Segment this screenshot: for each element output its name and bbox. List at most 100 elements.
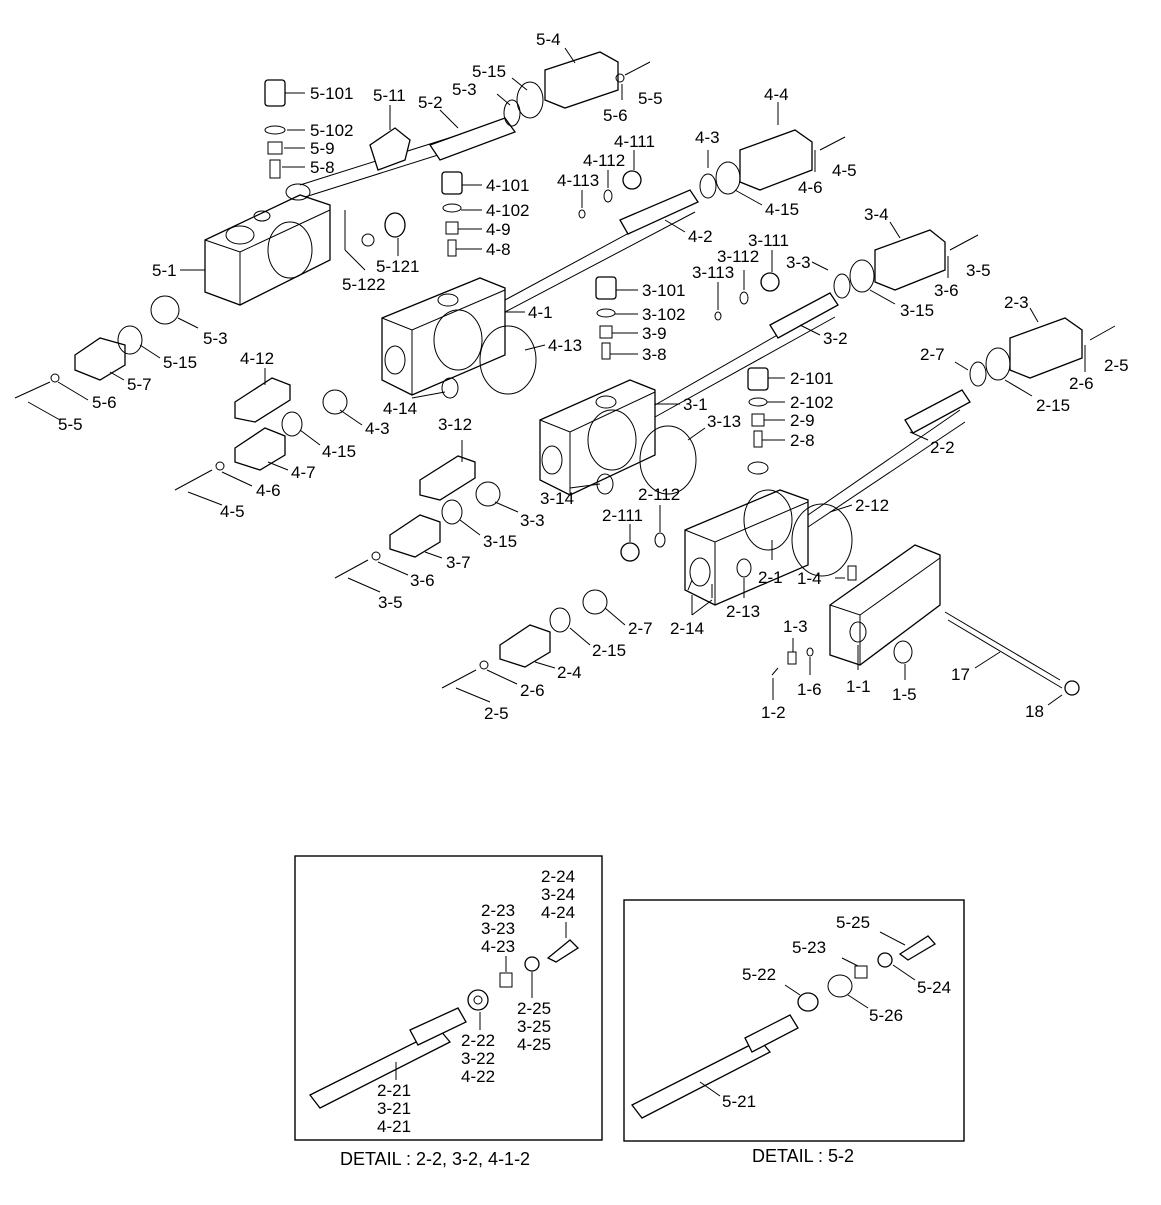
- label-3-4: 3-4: [864, 205, 889, 224]
- detail-a-label-2-24: 2-24: [541, 867, 575, 886]
- label-5-5-bottom: 5-5: [58, 415, 83, 434]
- label-3-15-top: 3-15: [900, 301, 934, 320]
- detail-a-label-4-21: 4-21: [377, 1117, 411, 1136]
- label-1-4: 1-4: [797, 569, 822, 588]
- detail-panel-spool-5: 5-25 5-23 5-22 5-24 5-26 5-21 DETAIL : 5…: [623, 899, 965, 1166]
- label-4-3-top: 4-3: [695, 128, 720, 147]
- label-3-14: 3-14: [540, 489, 574, 508]
- callout-labels: 5-101 5-102 5-9 5-8 5-11 5-2 5-3 5-15 5-…: [27, 30, 1129, 723]
- valve-5-11: [369, 127, 411, 171]
- label-5-2: 5-2: [418, 93, 443, 112]
- valve-3-12: [419, 455, 476, 501]
- label-4-6-bottom: 4-6: [256, 481, 281, 500]
- label-3-1: 3-1: [683, 395, 708, 414]
- valve-body-3-1: [539, 379, 656, 496]
- label-1-3: 1-3: [783, 617, 808, 636]
- label-3-7: 3-7: [446, 553, 471, 572]
- label-3-5-bottom: 3-5: [378, 593, 403, 612]
- detail-b-label-5-22: 5-22: [742, 965, 776, 984]
- label-2-3: 2-3: [1004, 293, 1029, 312]
- label-4-13: 4-13: [548, 336, 582, 355]
- label-2-6-top: 2-6: [1069, 374, 1094, 393]
- label-4-102: 4-102: [486, 201, 529, 220]
- spool-2-21: [309, 1029, 452, 1109]
- label-2-5-top: 2-5: [1104, 356, 1129, 375]
- label-4-15-bottom: 4-15: [322, 442, 356, 461]
- valve-body-4-1: [381, 277, 506, 396]
- detail-a-label-4-24: 4-24: [541, 903, 575, 922]
- o-ring-5-3: [150, 295, 180, 325]
- detail-a-label-2-25: 2-25: [517, 999, 551, 1018]
- label-3-6-top: 3-6: [934, 281, 959, 300]
- label-5-3-bottom: 5-3: [203, 329, 228, 348]
- detail-b-label-5-26: 5-26: [869, 1006, 903, 1025]
- end-cover-1-1: [829, 544, 941, 666]
- label-2-8: 2-8: [790, 431, 815, 450]
- detail-frame-a: [294, 855, 603, 1141]
- cover-5-7: [74, 337, 126, 381]
- detail-a-label-3-24: 3-24: [541, 885, 575, 904]
- section-1-parts: [771, 544, 1080, 696]
- label-4-111: 4-111: [614, 132, 655, 151]
- detail-a-label-3-25: 3-25: [517, 1017, 551, 1036]
- label-4-15-top: 4-15: [765, 200, 799, 219]
- detail-a-label-2-23: 2-23: [481, 901, 515, 920]
- label-5-15-top: 5-15: [472, 62, 506, 81]
- label-3-6-bottom: 3-6: [410, 571, 435, 590]
- label-5-7: 5-7: [127, 375, 152, 394]
- detail-frame-b: [623, 899, 965, 1142]
- label-4-1: 4-1: [528, 303, 553, 322]
- detail-a-label-4-23: 4-23: [481, 937, 515, 956]
- label-4-5-top: 4-5: [832, 161, 857, 180]
- cover-4-7: [234, 427, 286, 471]
- label-4-9: 4-9: [486, 220, 511, 239]
- label-1-5: 1-5: [892, 685, 917, 704]
- label-3-113: 3-113: [692, 263, 734, 282]
- label-2-7-top: 2-7: [920, 345, 945, 364]
- label-3-3-bottom: 3-3: [520, 511, 545, 530]
- label-2-12: 2-12: [855, 496, 889, 515]
- label-1-2: 1-2: [761, 703, 786, 722]
- label-5-4: 5-4: [536, 30, 561, 49]
- label-3-12: 3-12: [438, 415, 472, 434]
- label-2-6-bottom: 2-6: [520, 681, 545, 700]
- label-5-6-bottom: 5-6: [92, 393, 117, 412]
- label-2-15-top: 2-15: [1036, 396, 1070, 415]
- valve-body-2-1: [684, 489, 809, 606]
- section-3-parts: [334, 229, 979, 579]
- label-4-112: 4-112: [583, 151, 625, 170]
- detail-a-label-4-25: 4-25: [517, 1035, 551, 1054]
- o-ring-2-12: [791, 503, 853, 577]
- label-4-6-top: 4-6: [798, 178, 823, 197]
- label-2-102: 2-102: [790, 393, 833, 412]
- label-5-11: 5-11: [373, 86, 406, 105]
- section-4-parts: [174, 129, 846, 491]
- label-5-3-top: 5-3: [452, 80, 477, 99]
- spring-2-23: [499, 972, 513, 988]
- o-ring-4-13: [479, 325, 537, 395]
- label-5-6-top: 5-6: [603, 106, 628, 125]
- section-5-parts: [14, 51, 651, 399]
- label-1-1: 1-1: [846, 677, 871, 696]
- pin-2-24: [546, 939, 580, 963]
- label-3-101: 3-101: [642, 281, 685, 300]
- label-5-15-bottom: 5-15: [163, 353, 197, 372]
- label-4-7: 4-7: [291, 463, 316, 482]
- label-3-3-top: 3-3: [786, 253, 811, 272]
- detail-panel-spool-2-3-4: 2-24 3-24 4-24 2-23 3-23 4-23 2-25 3-25 …: [294, 855, 603, 1169]
- detail-a-caption: DETAIL : 2-2, 3-2, 4-1-2: [340, 1149, 530, 1169]
- label-4-12: 4-12: [240, 349, 274, 368]
- label-18: 18: [1025, 702, 1044, 721]
- detail-a-label-3-21: 3-21: [377, 1099, 411, 1118]
- label-2-111: 2-111: [602, 506, 643, 525]
- cover-2-3: [1009, 317, 1083, 379]
- label-3-111: 3-111: [748, 231, 789, 250]
- cover-3-7: [389, 514, 441, 558]
- label-3-5-top: 3-5: [966, 261, 991, 280]
- label-3-8: 3-8: [642, 345, 667, 364]
- label-5-102: 5-102: [310, 121, 353, 140]
- label-2-5-bottom: 2-5: [484, 704, 509, 723]
- cover-2-4: [499, 624, 551, 668]
- label-2-7-bottom: 2-7: [628, 619, 653, 638]
- label-5-1: 5-1: [152, 261, 177, 280]
